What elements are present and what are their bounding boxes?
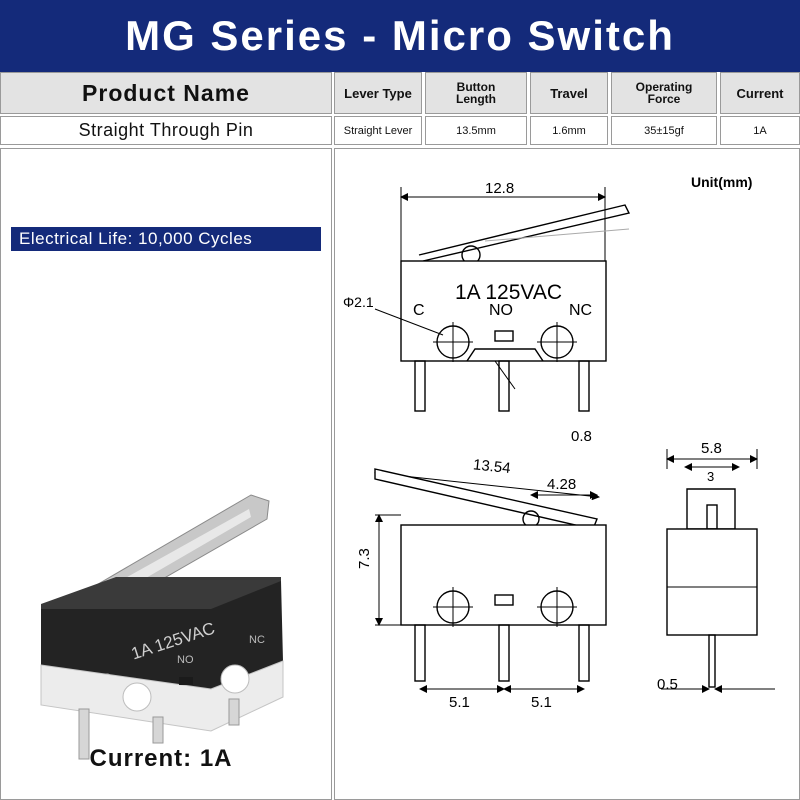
page-title: MG Series - Micro Switch [0, 0, 800, 72]
unit-label: Unit(mm) [691, 174, 752, 190]
dim-pitch-left: 5.1 [449, 694, 470, 711]
header-current: Current [720, 72, 800, 114]
dim-side-width: 5.8 [701, 440, 722, 457]
header-lever-type: Lever Type [334, 72, 422, 114]
header-operating-force: Operating Force [611, 72, 717, 114]
header-product-name: Product Name [0, 72, 332, 114]
header-button-length: Button Length [425, 72, 527, 114]
photo-base [40, 660, 284, 732]
current-label: Current: 1A [89, 745, 233, 772]
dim-button-offset: 4.28 [547, 476, 576, 493]
photo-pin-no: NO [177, 654, 194, 666]
dim-lever-len: 13.54 [472, 456, 511, 477]
top-pin-nc: NC [569, 302, 592, 319]
dim-hole-dia: Φ2.1 [343, 294, 374, 310]
dim-pitch-right: 5.1 [531, 694, 552, 711]
dim-thickness: 0.8 [571, 428, 592, 445]
value-button-length: 13.5mm [425, 116, 527, 145]
photo-hole-right [220, 664, 250, 694]
dim-top-width: 12.8 [485, 180, 514, 197]
photo-pin-2 [152, 716, 164, 744]
photo-hole-left [122, 682, 152, 712]
header-travel: Travel [530, 72, 608, 114]
front-view [374, 468, 607, 693]
photo-pin-1 [78, 708, 90, 760]
dim-height: 7.3 [356, 548, 373, 569]
top-pin-c: C [413, 302, 425, 319]
value-current: 1A [720, 116, 800, 145]
dim-side-inner: 3 [707, 469, 714, 484]
spec-table: Product Name Lever Type Button Length Tr… [0, 72, 800, 147]
drawing-panel: Unit(mm) 1A 125VAC C NO NC [334, 148, 800, 800]
side-view [661, 449, 775, 693]
photo-pin-nc: NC [249, 634, 265, 646]
value-travel: 1.6mm [530, 116, 608, 145]
technical-drawing: Unit(mm) 1A 125VAC C NO NC [343, 174, 775, 711]
photo-slot [179, 677, 193, 685]
value-lever-type: Straight Lever [334, 116, 422, 145]
top-pin-no: NO [489, 302, 513, 319]
value-operating-force: 35±15gf [611, 116, 717, 145]
value-product-name: Straight Through Pin [0, 116, 332, 145]
product-photo-panel: Electrical Life: 10,000 Cycles 1A 125VAC… [0, 148, 332, 800]
switch-photo: 1A 125VAC C NO NC [40, 494, 284, 760]
photo-body-front [41, 581, 283, 689]
top-view [374, 187, 631, 412]
dim-pin-width: 0.5 [657, 676, 678, 693]
top-marking: 1A 125VAC [455, 281, 562, 304]
photo-pin-3 [228, 698, 240, 726]
electrical-life-banner: Electrical Life: 10,000 Cycles [11, 227, 321, 251]
